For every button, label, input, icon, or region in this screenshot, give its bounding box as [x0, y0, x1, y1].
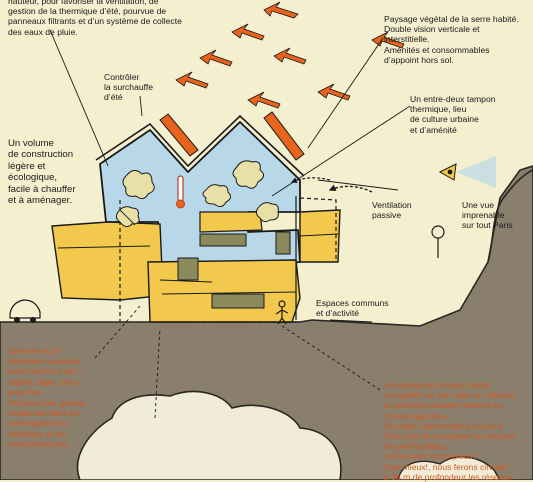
- leader-lines: [49, 29, 411, 419]
- tree-icon: [431, 225, 445, 258]
- label-espaces: Espaces communs et d’activité: [316, 298, 389, 319]
- label-quote: «Je pense qu’on peut rester compétitif s…: [384, 380, 516, 482]
- eye-icon: [438, 163, 457, 181]
- label-souplesse: Permets une grande souplesse dans les am…: [8, 398, 86, 449]
- hatch-block-4: [275, 231, 291, 255]
- label-ventilation: Ventilation passive: [372, 200, 412, 221]
- sun-ray-arrows: [175, 1, 405, 109]
- hatch-block-2: [177, 257, 199, 281]
- label-volume: Un volume de construction légère et écol…: [8, 138, 76, 207]
- thermometer-icon: [176, 175, 185, 209]
- floor-lines: [57, 233, 339, 295]
- roof-line: [95, 114, 305, 177]
- plant-blob-1: [122, 170, 155, 200]
- label-entre-deux: Un entre-deux tampon thermique, lieu de …: [410, 94, 496, 135]
- wind-arrow: [328, 184, 373, 193]
- label-ventilation-roof: hauteur, pour favoriser la ventilation, …: [8, 0, 182, 37]
- volume-left: [51, 221, 163, 301]
- dashed-envelope: [119, 197, 337, 323]
- volume-upper-mid: [199, 211, 263, 233]
- plant-blob-5: [255, 202, 279, 223]
- car-icon: [9, 299, 41, 323]
- hatch-block-1: [199, 233, 247, 247]
- label-paysage: Paysage végétal de la serre habité. Doub…: [384, 14, 519, 65]
- plant-blob-4: [202, 184, 232, 208]
- hatch-block-3: [211, 293, 265, 309]
- label-vue: Une vue imprenable sur tout Paris: [462, 200, 513, 231]
- person-icon: [275, 300, 289, 325]
- plant-blob-2: [232, 160, 264, 189]
- volume-right: [299, 209, 341, 263]
- underground-void: [76, 390, 342, 480]
- label-klh: Système KLH panneaux ossature bois monté…: [8, 346, 85, 397]
- roof-louvers: [159, 111, 305, 161]
- view-cone: [456, 156, 496, 188]
- rock-outline: [487, 169, 533, 263]
- underground-void-right: [397, 456, 501, 480]
- label-controler: Contrôler la surchauffe d’été: [104, 72, 154, 103]
